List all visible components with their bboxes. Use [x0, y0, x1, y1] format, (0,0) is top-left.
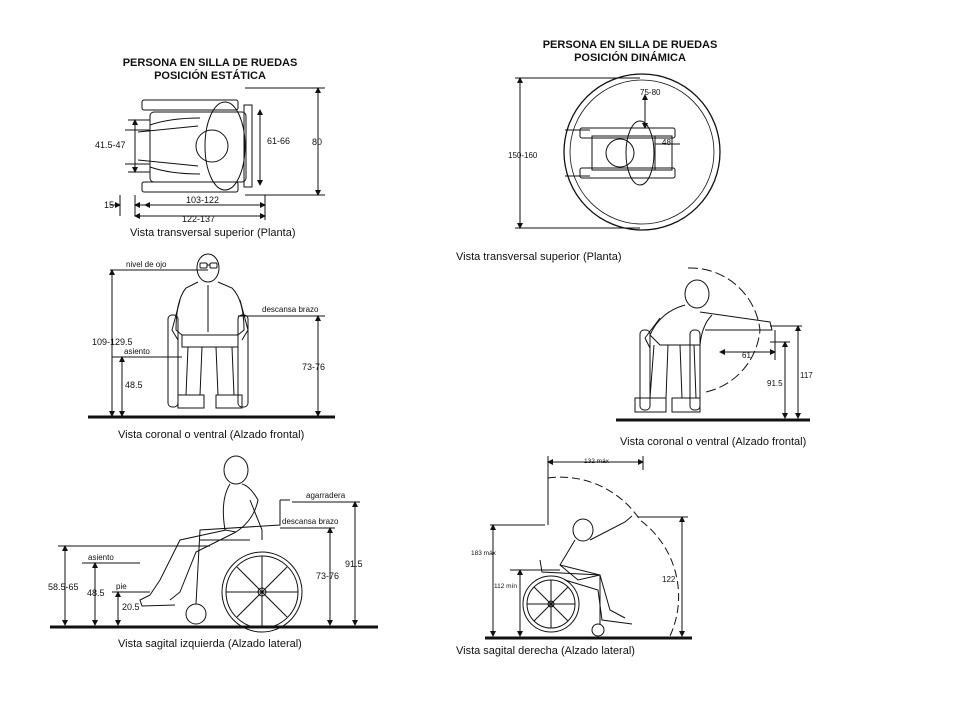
static-side-handle-height: 91.5 — [345, 559, 363, 569]
static-side-caption: Vista sagital izquierda (Alzado lateral) — [118, 638, 302, 650]
dynamic-title-line1: PERSONA EN SILLA DE RUEDAS — [543, 39, 718, 51]
dynamic-plan-dim-top: 75-80 — [640, 88, 661, 97]
static-side-foot-height: 20.5 — [122, 602, 140, 612]
dynamic-side-dim-height-max: 183 máx — [471, 550, 497, 557]
static-plan-dim-length-total: 122-137 — [182, 214, 215, 224]
dynamic-title-line2: POSICIÓN DINÁMICA — [574, 51, 686, 64]
static-side-handle-label: agarradera — [306, 491, 346, 500]
dynamic-plan-dim-inner: 48 — [662, 138, 671, 147]
dynamic-side-dim-height-min: 112 mín — [494, 583, 517, 590]
static-side-foot-label: pie — [116, 582, 127, 591]
static-title-line2: POSICIÓN ESTÁTICA — [154, 69, 266, 82]
dynamic-side-dim-height: 122 — [662, 575, 676, 584]
static-side-armrest-height: 73-76 — [316, 571, 339, 581]
static-front-caption: Vista coronal o ventral (Alzado frontal) — [118, 429, 304, 441]
dynamic-side-dim-reach: 132 máx — [584, 458, 610, 465]
dynamic-side-caption: Vista sagital derecha (Alzado lateral) — [456, 645, 635, 657]
dynamic-front-dim-height-total: 117 — [800, 371, 813, 380]
static-front-armrest-label: descansa brazo — [262, 305, 319, 314]
static-front-drawing — [88, 253, 335, 419]
dynamic-front-dim-height: 91.5 — [767, 379, 783, 388]
static-front-eye-level: nivel de ojo — [126, 260, 167, 269]
static-plan-dim-length: 103-122 — [186, 195, 219, 205]
dynamic-front-caption: Vista coronal o ventral (Alzado frontal) — [620, 436, 806, 448]
static-labels: PERSONA EN SILLA DE RUEDAS POSICIÓN ESTÁ… — [48, 57, 363, 650]
dynamic-plan-caption: Vista transversal superior (Planta) — [456, 251, 621, 263]
static-side-drawing — [50, 455, 378, 633]
dynamic-front-drawing — [616, 267, 810, 422]
static-side-armrest-label: descansa brazo — [282, 517, 339, 526]
static-side-seat-height: 48.5 — [87, 588, 105, 598]
static-front-eye-height: 109-129.5 — [92, 337, 133, 347]
dynamic-front-dim-reach: 61 — [742, 351, 751, 360]
static-plan-drawing — [110, 87, 325, 220]
static-plan-dim-seat: 61-66 — [267, 136, 290, 146]
dynamic-labels: PERSONA EN SILLA DE RUEDAS POSICIÓN DINÁ… — [456, 39, 813, 657]
static-side-seat-range: 58.5-65 — [48, 582, 79, 592]
static-plan-dim-footrest: 15 — [104, 200, 114, 210]
dynamic-side-drawing — [485, 456, 692, 640]
dynamic-plan-drawing — [515, 73, 721, 231]
static-plan-caption: Vista transversal superior (Planta) — [130, 227, 295, 239]
dynamic-plan-dim-diameter: 150-160 — [508, 151, 538, 160]
static-side-seat-label: asiento — [88, 553, 114, 562]
static-title-line1: PERSONA EN SILLA DE RUEDAS — [123, 57, 298, 69]
static-front-seat-label: asiento — [124, 347, 150, 356]
static-front-armrest-height: 73-76 — [302, 362, 325, 372]
static-plan-dim-width: 41.5-47 — [95, 140, 126, 150]
static-front-seat-height: 48.5 — [125, 380, 143, 390]
static-plan-dim-total-height: 80 — [312, 137, 322, 147]
